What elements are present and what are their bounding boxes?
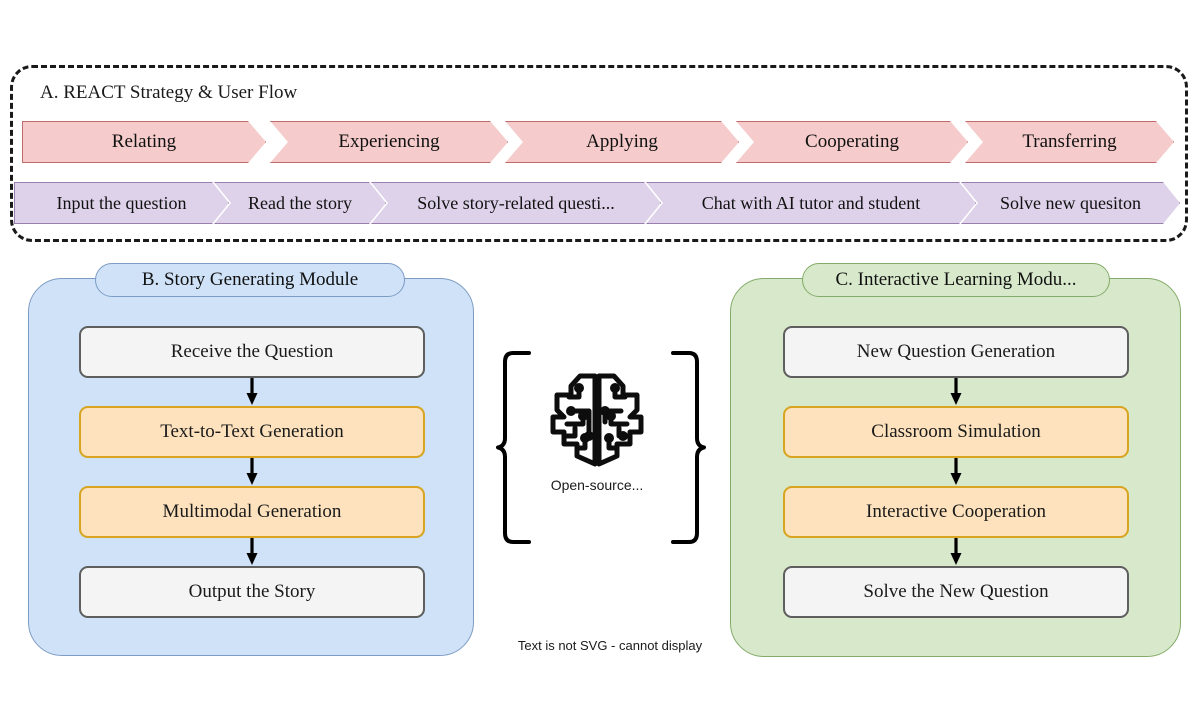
box-multimodal-generation[interactable]: Multimodal Generation [79, 486, 425, 538]
react-step-transferring[interactable]: Transferring [965, 121, 1174, 163]
box-text-to-text-generation[interactable]: Text-to-Text Generation [79, 406, 425, 458]
flow-step-solve-story-related-questions[interactable]: Solve story-related questi... [371, 182, 661, 224]
box-new-question-generation[interactable]: New Question Generation [783, 326, 1129, 378]
flow-step-input-the-question[interactable]: Input the question [14, 182, 229, 224]
react-step-experiencing[interactable]: Experiencing [270, 121, 508, 163]
panel-b-title: B. Story Generating Module [95, 263, 405, 297]
open-source-label: Open-source... [550, 477, 644, 493]
react-strategy-chevron-row: Relating Experiencing Applying Cooperati… [22, 121, 1174, 163]
footer-note: Text is not SVG - cannot display [517, 638, 703, 653]
box-classroom-simulation[interactable]: Classroom Simulation [783, 406, 1129, 458]
arrow-down-icon [246, 378, 258, 405]
interactive-learning-module-panel: New Question Generation Classroom Simula… [730, 278, 1181, 657]
story-generating-module-panel: Receive the Question Text-to-Text Genera… [28, 278, 474, 656]
react-strategy-dashed-container [10, 65, 1188, 242]
brace-left-icon [496, 351, 531, 544]
flow-step-solve-new-question[interactable]: Solve new quesiton [961, 182, 1180, 224]
react-step-cooperating[interactable]: Cooperating [736, 121, 968, 163]
panel-c-title: C. Interactive Learning Modu... [802, 263, 1110, 297]
arrow-down-icon [950, 538, 962, 565]
react-step-relating[interactable]: Relating [22, 121, 266, 163]
section-a-title: A. REACT Strategy & User Flow [40, 82, 298, 103]
arrow-down-icon [246, 458, 258, 485]
flow-step-chat-with-ai-tutor-and-student[interactable]: Chat with AI tutor and student [646, 182, 976, 224]
box-output-the-story[interactable]: Output the Story [79, 566, 425, 618]
ai-brain-circuit-icon [550, 373, 644, 467]
box-solve-the-new-question[interactable]: Solve the New Question [783, 566, 1129, 618]
arrow-down-icon [950, 378, 962, 405]
user-flow-chevron-row: Input the question Read the story Solve … [14, 182, 1180, 224]
box-receive-the-question[interactable]: Receive the Question [79, 326, 425, 378]
flow-step-read-the-story[interactable]: Read the story [214, 182, 386, 224]
arrow-down-icon [246, 538, 258, 565]
arrow-down-icon [950, 458, 962, 485]
brace-right-icon [671, 351, 706, 544]
open-source-model-group: Open-source... [495, 345, 725, 545]
react-step-applying[interactable]: Applying [505, 121, 739, 163]
box-interactive-cooperation[interactable]: Interactive Cooperation [783, 486, 1129, 538]
